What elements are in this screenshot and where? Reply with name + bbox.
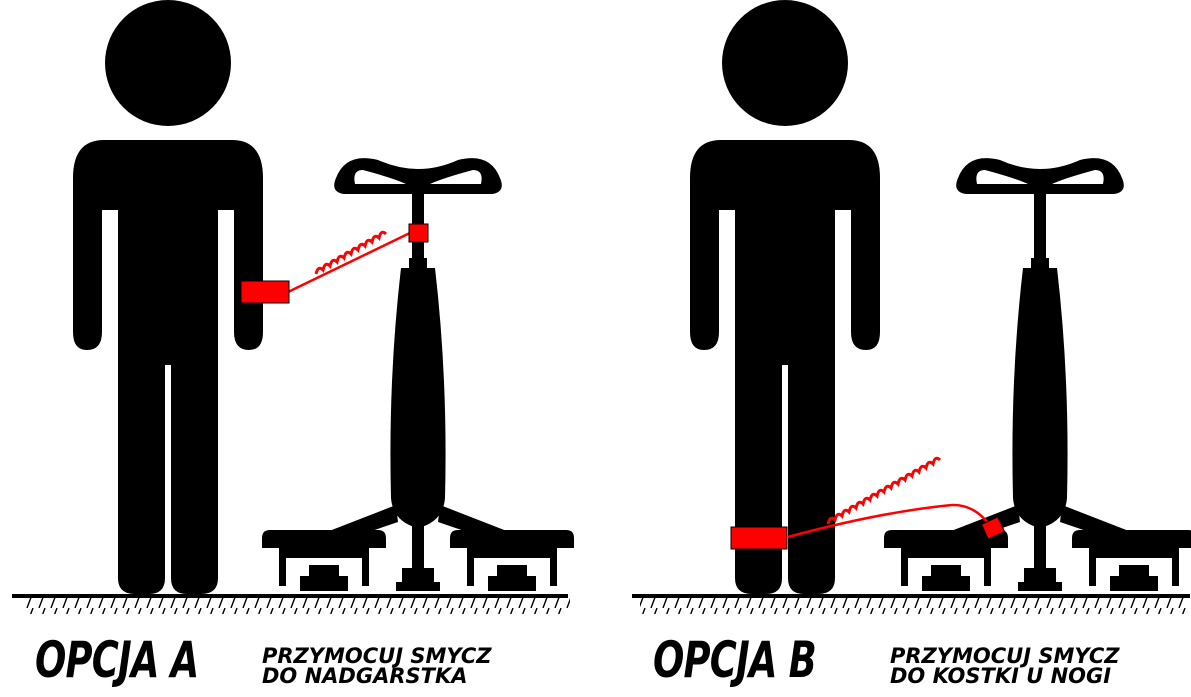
ankle-strap — [731, 527, 787, 549]
option-a-instruction: PRZYMOCUJ SMYCZ DO NADGARSTKA — [262, 646, 592, 697]
option-a-instruction-line1: PRZYMOCUJ SMYCZ — [262, 646, 592, 666]
person-silhouette-a — [73, 0, 263, 594]
option-b-instruction-line1: PRZYMOCUJ SMYCZ — [890, 646, 1191, 666]
person-silhouette-b — [690, 0, 880, 594]
option-b-title: OPCJA B — [653, 635, 816, 685]
leash-clip-a — [409, 224, 428, 242]
ground-a — [12, 594, 570, 614]
option-b-instruction-line2: DO KOSTKI U NOGI — [890, 666, 1191, 686]
wrist-strap — [241, 281, 289, 303]
option-a-instruction-line2: DO NADGARSTKA — [262, 666, 592, 686]
exercise-machine-b — [884, 158, 1191, 591]
panel-a — [12, 0, 574, 614]
exercise-machine-a — [262, 158, 574, 591]
option-b-instruction: PRZYMOCUJ SMYCZ DO KOSTKI U NOGI — [890, 646, 1191, 697]
panel-b — [632, 0, 1191, 614]
ground-b — [632, 594, 1190, 614]
option-a-title: OPCJA A — [35, 635, 198, 685]
